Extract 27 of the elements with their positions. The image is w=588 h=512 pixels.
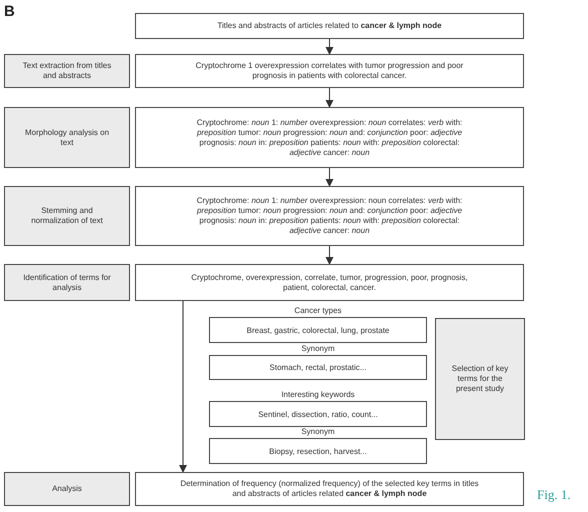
arrow xyxy=(326,168,334,187)
process-box: Cryptochrome, overexpression, correlate, tumor, progression, poor, prognosis, patient, colorectal, cancer. xyxy=(135,264,524,301)
section-heading: Synonym xyxy=(300,345,336,353)
term-box: Stomach, rectal, prostatic... xyxy=(209,355,427,380)
process-box: Titles and abstracts of articles related to cancer & lymph node xyxy=(135,13,524,39)
step-label-box: Identification of terms for analysis xyxy=(4,264,130,301)
section-heading: Synonym xyxy=(300,428,336,436)
step-label-box: Morphology analysis on text xyxy=(4,107,130,168)
arrow xyxy=(326,88,334,108)
arrow xyxy=(326,246,334,265)
process-box: Determination of frequency (normalized frequency) of the selected key terms in titles and abstracts of articles related cancer & lymph node xyxy=(135,472,524,506)
step-label-box: Text extraction from titles and abstracts xyxy=(4,54,130,88)
term-box: Breast, gastric, colorectal, lung, prostate xyxy=(209,317,427,343)
step-label-box: Selection of key terms for the present study xyxy=(435,318,525,440)
section-heading: Interesting keywords xyxy=(280,391,356,399)
arrow xyxy=(179,300,187,473)
arrow xyxy=(326,38,334,55)
step-label-box: Stemming and normalization of text xyxy=(4,186,130,246)
section-heading: Cancer types xyxy=(293,307,343,315)
term-box: Biopsy, resection, harvest... xyxy=(209,438,427,464)
process-box: Cryptochrome: noun 1: number overexpression: noun correlates: verb with: preposition tumor: noun progression: noun and: conjunction poor: adjective prognosis: noun in: preposition patients: noun with: preposition colorectal: adjective cancer: noun xyxy=(135,186,524,246)
process-box: Cryptochrome 1 overexpression correlates with tumor progression and poor prognosis in patients with colorectal cancer. xyxy=(135,54,524,88)
step-label-box: Analysis xyxy=(4,472,130,506)
process-box: Cryptochrome: noun 1: number overexpression: noun correlates: verb with: preposition tumor: noun progression: noun and: conjunction poor: adjective prognosis: noun in: preposition patients: noun with: preposition colorectal: adjective cancer: noun xyxy=(135,107,524,168)
panel-letter: B xyxy=(4,3,15,20)
term-box: Sentinel, dissection, ratio, count... xyxy=(209,401,427,427)
figure-caption: Fig. 1. xyxy=(537,487,571,503)
